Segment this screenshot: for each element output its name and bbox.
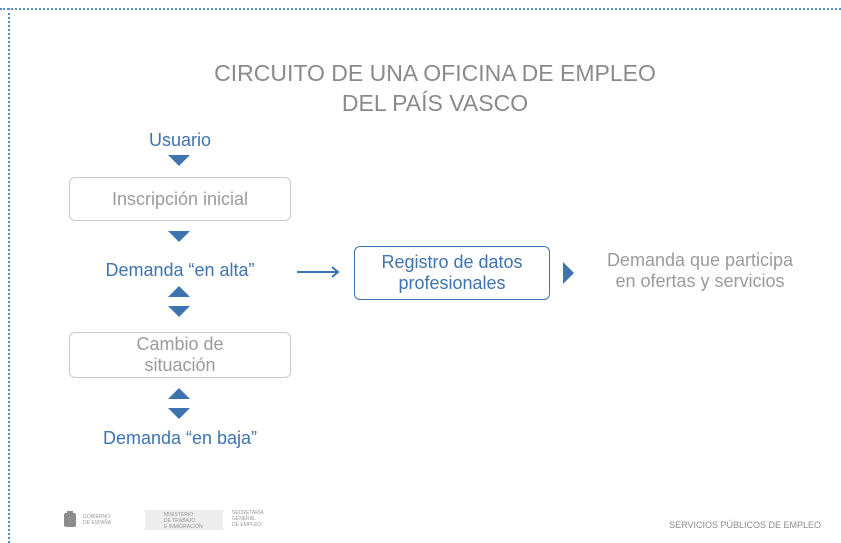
logo-ministerio-line-1: MINISTERIO: [164, 512, 194, 518]
arrow-right-icon: [297, 266, 340, 278]
logo-secretaria-line-3: DE EMPLEO: [232, 522, 262, 528]
arrow-up-down-icon: [168, 286, 190, 317]
node-participa-line-1: Demanda que participa: [606, 250, 794, 270]
node-registro-datos: Registro de datos profesionales: [354, 246, 550, 300]
node-cambio-situacion: Cambio de situación: [69, 332, 291, 378]
logo-secretaria-text: SECRETARÍA GENERAL DE EMPLEO: [232, 510, 264, 528]
node-inscripcion-inicial: Inscripción inicial: [69, 177, 291, 221]
node-cambio-line-1: Cambio de: [136, 334, 224, 354]
title-line-2: DEL PAÍS VASCO: [341, 90, 529, 116]
node-usuario: Usuario: [148, 130, 212, 150]
node-cambio-line-2: situación: [144, 355, 216, 375]
logo-ministerio-line-2: DE TRABAJO: [164, 518, 196, 524]
dotted-border-top: [0, 8, 841, 10]
arrow-up-down-icon: [168, 388, 190, 419]
footer-servicios-publicos: SERVICIOS PÚBLICOS DE EMPLEO: [669, 520, 821, 530]
diagram-title: CIRCUITO DE UNA OFICINA DE EMPLEO DEL PA…: [150, 58, 720, 118]
node-inscripcion-label: Inscripción inicial: [111, 188, 249, 209]
arrow-down-icon: [168, 155, 190, 166]
logo-ministerio-line-3: E INMIGRACIÓN: [164, 524, 203, 530]
title-line-1: CIRCUITO DE UNA OFICINA DE EMPLEO: [214, 60, 656, 86]
node-demanda-baja: Demanda “en baja”: [102, 428, 258, 448]
arrow-down-icon: [168, 231, 190, 242]
node-demanda-participa: Demanda que participa en ofertas y servi…: [580, 250, 820, 292]
node-demanda-alta: Demanda “en alta”: [105, 260, 255, 280]
node-participa-line-2: en ofertas y servicios: [615, 271, 785, 291]
logo-gobierno-line-1: GOBIERNO: [83, 514, 110, 520]
logo-secretaria-line-2: GENERAL: [232, 516, 256, 522]
logo-gobierno-text: GOBIERNO DE ESPAÑA: [83, 514, 111, 526]
node-registro-line-2: profesionales: [398, 273, 506, 293]
arrow-right-triangle-icon: [563, 262, 574, 284]
coat-of-arms-logo: [64, 511, 76, 527]
logo-gobierno-line-2: DE ESPAÑA: [83, 520, 112, 526]
logo-secretaria-line-1: SECRETARÍA: [232, 510, 264, 516]
logo-ministerio-text: MINISTERIO DE TRABAJO E INMIGRACIÓN: [164, 512, 203, 530]
node-registro-line-1: Registro de datos: [381, 252, 523, 272]
dotted-border-left: [8, 8, 10, 543]
ministerio-logo-block: [145, 510, 223, 530]
